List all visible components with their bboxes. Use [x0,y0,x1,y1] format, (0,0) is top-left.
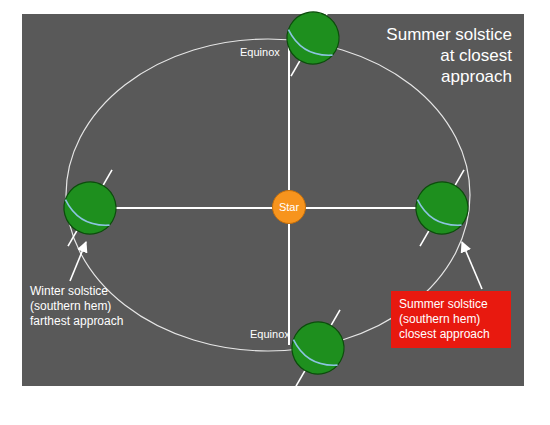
leader-arrow [462,242,482,289]
title: Summer solstice at closest approach [369,24,512,87]
equator-line [284,30,332,63]
radius-line [90,207,442,209]
callout-box: Summer solstice (southern hem) closest a… [391,291,511,348]
planet [397,157,486,259]
node-text: Summer solstice (southern hem) closest a… [399,297,503,342]
orbit-label: Equinox [240,45,280,60]
orbit-label: Equinox [250,327,290,342]
planet-disk [282,312,353,383]
planet-disk [406,172,477,243]
planet [45,157,134,259]
background-panel [22,14,524,386]
equator-line [413,200,461,233]
equator-line [289,340,337,373]
planet-disk [277,2,348,73]
planet [273,297,362,399]
planet [268,0,357,89]
leader-arrow [70,242,86,281]
star-disk [273,191,306,224]
node-text: Star [279,201,299,213]
callout-label: Winter solstice (southern hem) farthest … [30,284,130,329]
equator-line [61,200,109,233]
star-circle: Star [272,190,306,224]
planet-disk [54,172,125,243]
